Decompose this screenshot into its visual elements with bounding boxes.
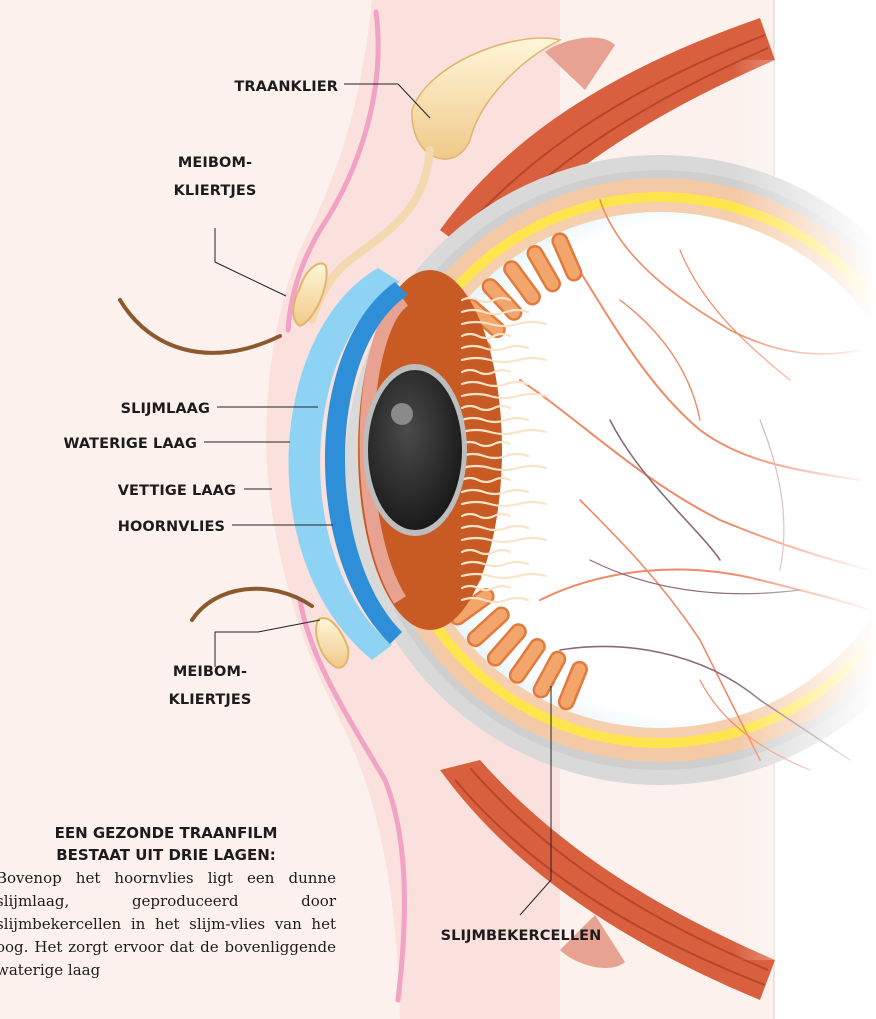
label-vettige-laag: VETTIGE LAAG <box>118 483 236 499</box>
intro-text-block: EEN GEZONDE TRAANFILM BESTAAT UIT DRIE L… <box>0 822 336 982</box>
label-slijmbekercellen: SLIJMBEKERCELLEN <box>441 928 602 944</box>
fade-overlay <box>560 60 876 960</box>
label-hoornvlies: HOORNVLIES <box>118 519 225 535</box>
label-meibom-bottom-2: KLIERTJES <box>169 692 252 708</box>
intro-title-line1: EEN GEZONDE TRAANFILM <box>0 822 336 844</box>
intro-body: Bovenop het hoornvlies ligt een dunne sl… <box>0 867 336 982</box>
pupil <box>368 370 462 530</box>
label-meibom-top-1: MEIBOM- <box>178 155 252 171</box>
label-meibom-top-2: KLIERTJES <box>174 183 257 199</box>
label-traanklier: TRAANKLIER <box>234 79 338 95</box>
label-meibom-bottom-1: MEIBOM- <box>173 664 247 680</box>
intro-title-line2: BESTAAT UIT DRIE LAGEN: <box>0 844 336 866</box>
label-slijmlaag: SLIJMLAAG <box>121 401 210 417</box>
pupil-highlight <box>391 403 413 425</box>
label-waterige-laag: WATERIGE LAAG <box>63 436 197 452</box>
